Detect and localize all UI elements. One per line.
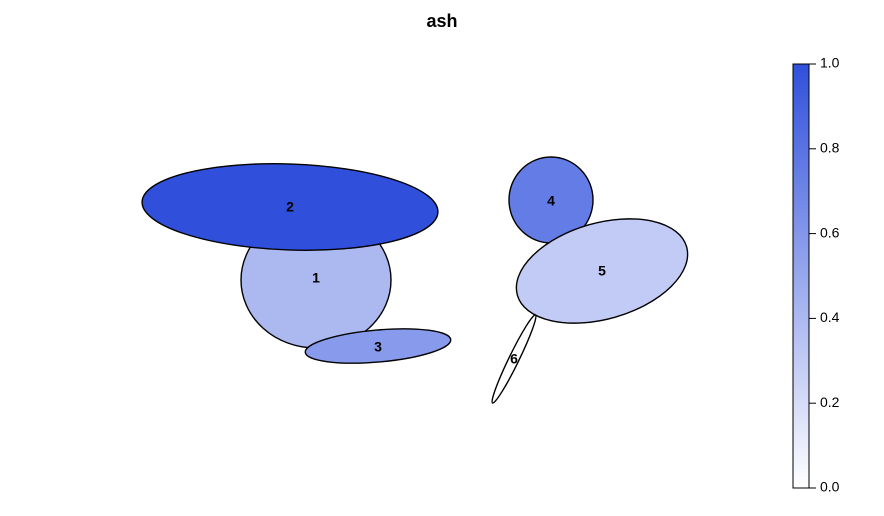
- colorbar-tick-label: 0.8: [820, 140, 840, 156]
- diagram-title: ash: [426, 11, 457, 31]
- ellipse-label-6: 6: [510, 351, 518, 367]
- ellipse-label-1: 1: [312, 270, 320, 286]
- colorbar-tick-label: 0.2: [820, 394, 840, 410]
- ellipse-2: [141, 163, 439, 251]
- ellipse-label-layer: 1 2 3 4 5 6: [286, 193, 606, 367]
- ellipse-5: [515, 218, 689, 324]
- ellipse-6: [491, 314, 537, 404]
- ellipse-label-3: 3: [374, 339, 382, 355]
- colorbar-tick-label: 0.0: [820, 479, 840, 495]
- colorbar-ticks: 0.0 0.2 0.4 0.6 0.8 1.0: [809, 55, 840, 495]
- ellipse-label-4: 4: [547, 193, 555, 209]
- ellipse-label-5: 5: [598, 263, 606, 279]
- colorbar-tick-label: 0.6: [820, 224, 840, 240]
- ellipse-label-2: 2: [286, 199, 294, 215]
- colorbar-gradient: [792, 63, 810, 489]
- colorbar: 0.0 0.2 0.4 0.6 0.8 1.0: [792, 55, 840, 495]
- colorbar-tick-label: 1.0: [820, 55, 840, 71]
- colorbar-tick-label: 0.4: [820, 309, 840, 325]
- ellipse-3: [304, 328, 452, 364]
- ellipse-layer: [141, 156, 689, 404]
